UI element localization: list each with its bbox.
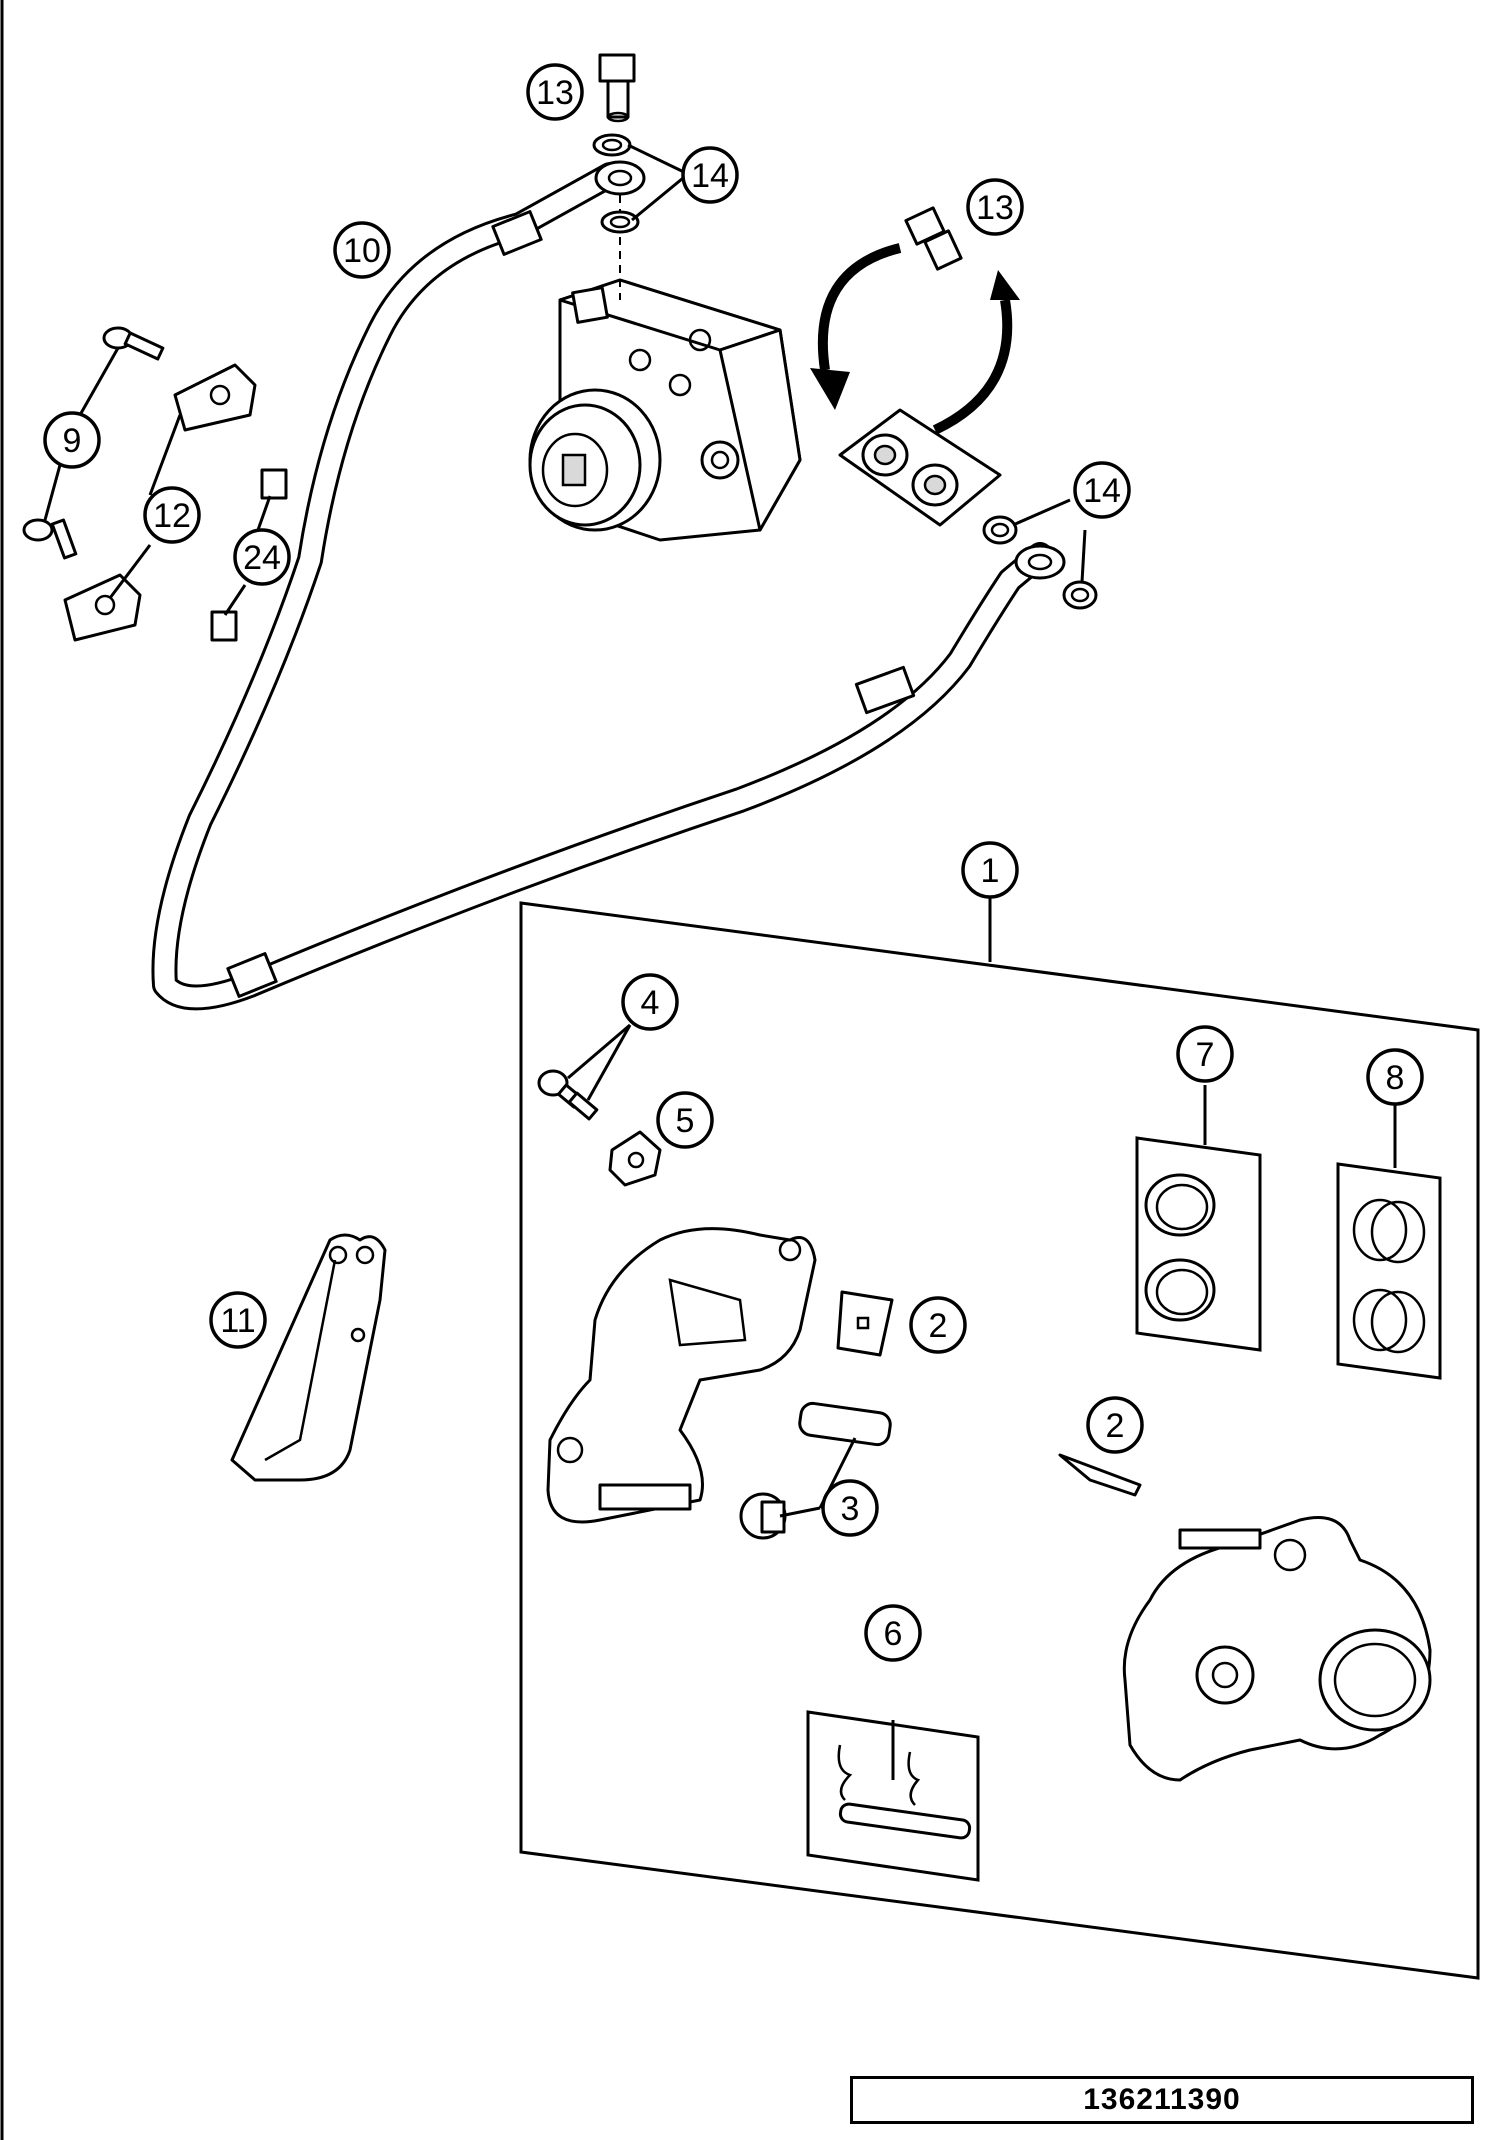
screws-9-drawing: [22, 326, 165, 560]
callout-12-label: 12: [153, 497, 191, 535]
caliper-carrier-drawing: [546, 1227, 817, 1524]
callout-1: 1: [961, 841, 1019, 899]
callout-8: 8: [1366, 1048, 1424, 1106]
callout-24: 24: [233, 528, 291, 586]
callout-6-label: 6: [884, 1615, 903, 1653]
callout-14-right: 14: [1073, 461, 1131, 519]
brake-pads-drawing: [230, 1233, 387, 1482]
callout-10: 10: [333, 221, 391, 279]
valve-block-detail-drawing: [838, 408, 1002, 527]
callout-13-right: 13: [966, 178, 1024, 236]
abs-modulator-drawing: [528, 195, 802, 542]
callout-11: 11: [209, 1291, 267, 1349]
caliper-kit-panel: [519, 901, 1480, 1980]
callout-2-top-label: 2: [929, 1307, 948, 1345]
reference-number-box: 136211390: [850, 2076, 1474, 2124]
banjo-bolt-right-drawing: [904, 206, 963, 271]
pad-spring-clips-drawing: [836, 1290, 1142, 1497]
callout-4: 4: [621, 973, 679, 1031]
callout-13-top: 13: [526, 63, 584, 121]
callout-1-label: 1: [981, 852, 1000, 890]
callout-24-label: 24: [243, 539, 281, 577]
rotation-arrows-drawing: [810, 243, 1020, 435]
callout-5: 5: [656, 1091, 714, 1149]
banjo-bolt-top-drawing: [598, 53, 636, 123]
callout-9: 9: [43, 411, 101, 469]
callout-2-bottom: 2: [1086, 1396, 1144, 1454]
clamps-12-drawing: [63, 363, 257, 642]
callout-4-label: 4: [641, 984, 660, 1022]
brake-hose-drawing: [151, 160, 1066, 1011]
callout-8-label: 8: [1386, 1059, 1405, 1097]
washers-right-drawing: [982, 515, 1098, 610]
callout-12: 12: [143, 486, 201, 544]
callout-14-top: 14: [681, 146, 739, 204]
leader-lines: [43, 143, 1397, 1780]
callout-5-label: 5: [676, 1102, 695, 1140]
caliper-body-drawing: [1122, 1516, 1432, 1782]
washers-top-drawing: [592, 133, 640, 234]
guide-pins-drawing: [739, 1401, 892, 1540]
callout-13-right-label: 13: [976, 189, 1014, 227]
callout-2-top: 2: [909, 1296, 967, 1354]
callout-6: 6: [864, 1604, 922, 1662]
callout-3-label: 3: [841, 1490, 860, 1528]
callout-9-label: 9: [63, 422, 82, 460]
callout-10-label: 10: [343, 232, 381, 270]
bleeder-cap-drawing: [608, 1130, 662, 1187]
pad-pin-kit-box: [806, 1710, 980, 1882]
bleeder-valve-drawing: [537, 1069, 599, 1121]
callout-11-label: 11: [220, 1302, 255, 1340]
callout-7: 7: [1176, 1025, 1234, 1083]
callout-14-right-label: 14: [1083, 472, 1121, 510]
reference-number: 136211390: [1083, 2083, 1241, 2116]
callout-7-label: 7: [1196, 1036, 1215, 1074]
callout-2-bottom-label: 2: [1106, 1407, 1125, 1445]
piston-kit-box: [1135, 1136, 1262, 1352]
seal-kit-box: [1336, 1162, 1442, 1380]
callout-3: 3: [821, 1479, 879, 1537]
clips-24-drawing: [210, 468, 288, 642]
callout-13-top-label: 13: [536, 74, 574, 112]
callout-14-top-label: 14: [691, 157, 729, 195]
